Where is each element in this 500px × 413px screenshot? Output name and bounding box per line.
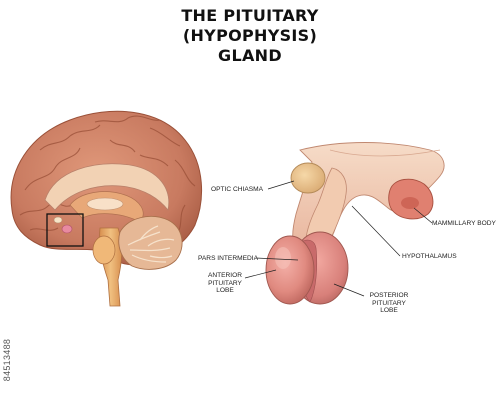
leader-posterior-lobe [333,283,365,297]
pons [92,235,116,265]
pituitary-small [61,224,73,234]
gyri [19,115,196,246]
label-mammillary-body: MAMMILLARY BODY [432,220,496,227]
inner-ventricle [86,197,124,211]
label-hypothalamus: HYPOTHALAMUS [402,253,457,260]
leader-pars-intermedia [255,257,299,261]
title-line-3: GLAND [218,46,282,65]
title-line-1: THE PITUITARY [181,6,319,25]
corpus-callosum [44,163,170,211]
label-optic-chiasma: OPTIC CHIASMA [211,186,264,193]
label-anterior-line-1: ANTERIOR [207,272,243,279]
pituitary-detail [265,142,445,305]
label-posterior-line-3: LOBE [380,307,398,315]
leader-lines [244,180,433,297]
leader-optic-chiasma [267,180,295,190]
label-anterior-line-2: PITUITARY [208,279,242,287]
leader-mammillary-body [413,207,433,224]
label-anterior-lobe: ANTERIOR PITUITARY LOBE [205,272,245,295]
label-posterior-lobe: POSTERIOR PITUITARY LOBE [366,292,412,315]
label-pars-intermedia: PARS INTERMEDIA [198,255,258,262]
title-line-2: (HYPOPHYSIS) [182,26,318,45]
optic-small [53,216,63,224]
cerebellum [118,216,183,270]
leader-hypothalamus [351,205,401,257]
optic-chiasma [290,162,326,194]
highlight-box [46,213,84,247]
diagram-title: THE PITUITARY (HYPOPHYSIS) GLAND [0,6,500,66]
label-anterior-line-3: LOBE [216,287,234,295]
arbor-vitae [127,225,175,263]
brain-sagittal [10,110,203,307]
stock-id: 84513488 [2,338,12,382]
leader-anterior-lobe [244,269,277,279]
anterior-lobe [265,235,315,305]
label-posterior-line-1: POSTERIOR [369,292,409,299]
label-posterior-line-2: PITUITARY [372,299,406,307]
